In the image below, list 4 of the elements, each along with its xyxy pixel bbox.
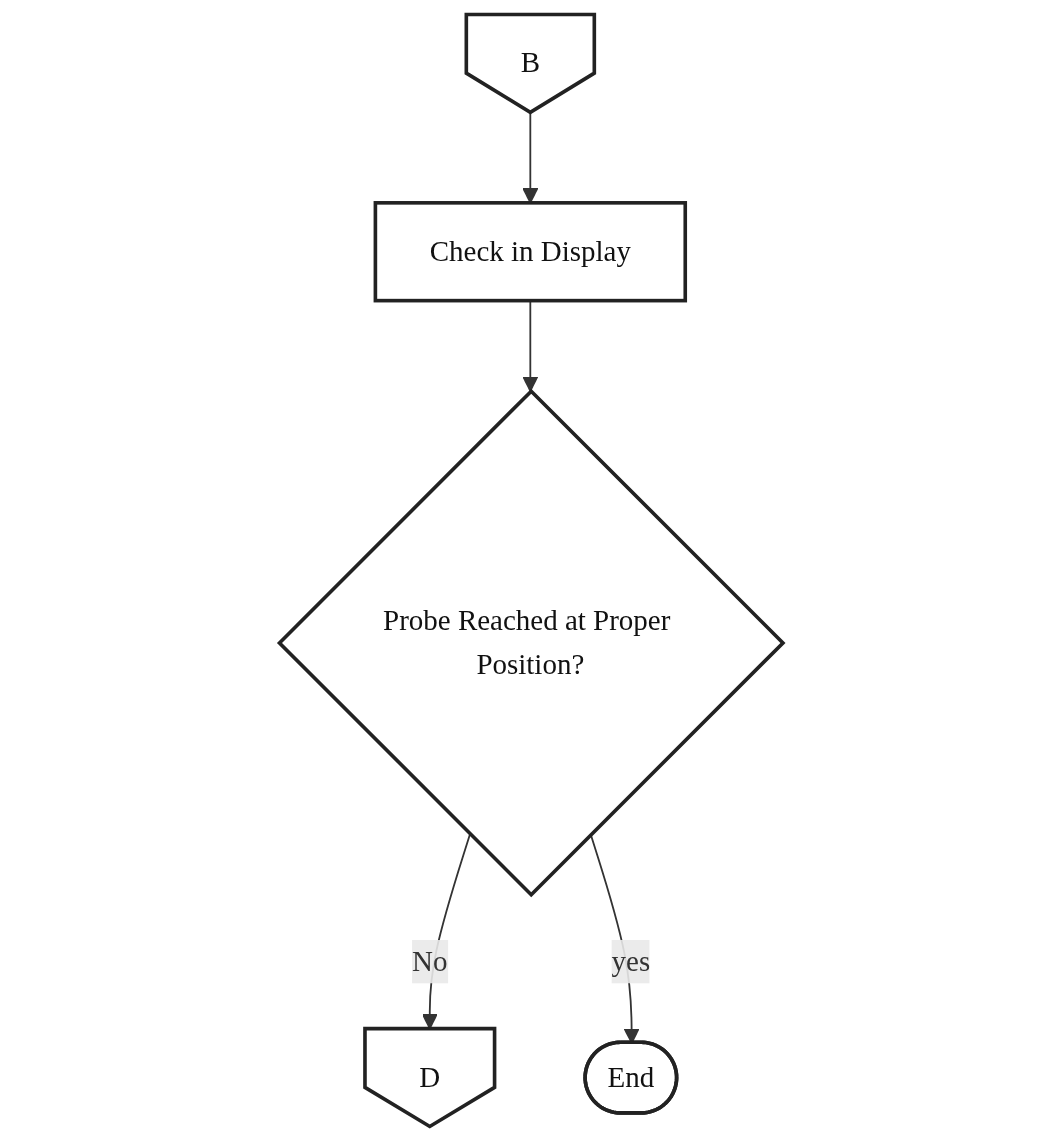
edge-label: No [411, 945, 448, 977]
node-box: Check in Display [373, 201, 687, 303]
node-diamond: Probe Reached at Proper Position? [276, 388, 786, 898]
edge-label: yes [611, 945, 650, 977]
